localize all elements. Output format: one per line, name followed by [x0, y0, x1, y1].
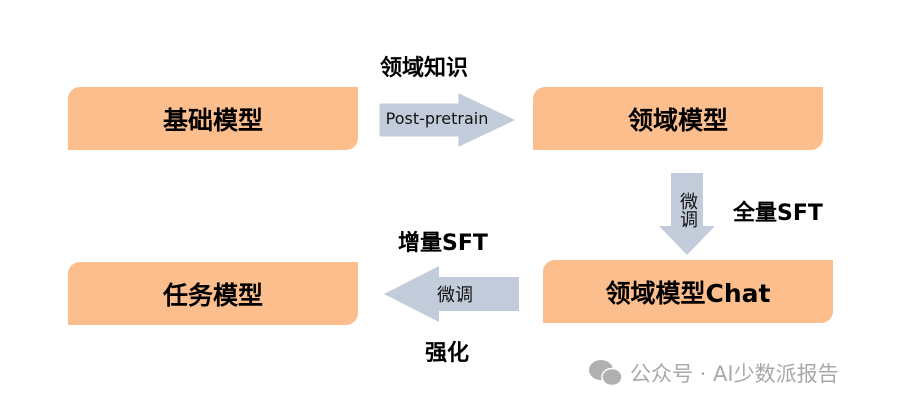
finetune-left-label: 微调	[437, 285, 473, 306]
right-arrow	[379, 93, 515, 147]
task-model-box: 任务模型	[68, 262, 358, 325]
finetune-down-label: 微调	[677, 192, 698, 228]
base-model-box: 基础模型	[68, 87, 358, 150]
down-arrow	[659, 173, 715, 255]
post-pretrain-label: Post-pretrain	[385, 108, 489, 128]
wechat-icon	[589, 360, 623, 387]
domain-chat-model-box: 领域模型Chat	[543, 260, 833, 323]
full-sft-label: 全量SFT	[733, 201, 823, 226]
domain-knowledge-label: 领域知识	[380, 56, 469, 81]
domain-model-box: 领域模型	[533, 87, 823, 150]
reinforce-label: 强化	[425, 341, 470, 366]
left-arrow	[384, 266, 519, 322]
watermark-text: 公众号 · AI少数派报告	[630, 362, 839, 386]
incremental-sft-label: 增量SFT	[398, 231, 488, 256]
watermark: 公众号 · AI少数派报告	[588, 358, 839, 388]
